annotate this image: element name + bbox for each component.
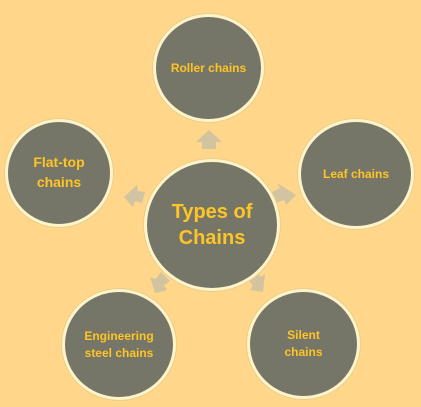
node-flat-top-label-line2: chains [36,174,82,190]
center-label-line2: Chains [178,227,246,249]
node-roller-chains: Roller chains [153,14,264,122]
node-flat-top-chains: Flat-top chains [5,119,113,227]
node-silent-chains: Silent chains [247,289,360,399]
node-leaf-chains: Leaf chains [298,119,414,229]
node-leaf-chains-label: Leaf chains [322,167,390,181]
center-node-types-of-chains: Types of Chains [144,159,280,291]
node-flat-top-label-line1: Flat-top [33,154,85,171]
arrow-to-flat-top-chains [124,185,145,207]
node-silent-label-line1: Silent [287,328,320,343]
node-roller-chains-label: Roller chains [170,61,247,75]
node-silent-label-line2: chains [284,345,323,359]
node-engineering-steel-chains: Engineering steel chains [62,289,176,400]
node-engineering-label-line1: Engineering [84,328,154,343]
node-engineering-label-line2: steel chains [84,345,154,360]
center-label-line1: Types of [171,201,253,223]
arrow-to-roller-chains [196,130,222,149]
arrow-to-leaf-chains [272,183,296,205]
arrow-to-engineering-steel-chains [150,272,170,293]
